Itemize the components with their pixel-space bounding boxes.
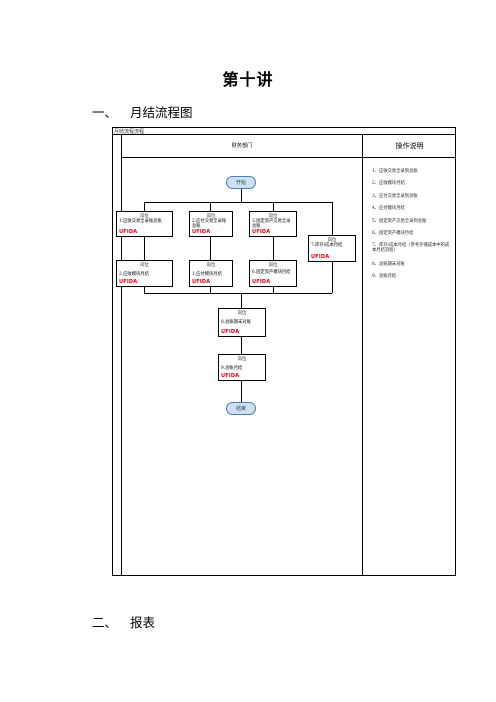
role-label: 岗位 — [268, 263, 278, 268]
connector — [144, 202, 145, 211]
step-inventory-cost-close: 岗位 7.库存/成本月结 UFIDA — [308, 235, 356, 262]
step-label: 8.总账期末对账 — [221, 320, 251, 325]
role-label: 岗位 — [268, 214, 278, 219]
step-label: 3.固定资产交易全录总账 — [252, 219, 291, 229]
ufida-logo: UFIDA — [221, 373, 240, 379]
connector — [241, 381, 242, 402]
role-label: 岗位 — [140, 214, 149, 219]
connector — [210, 237, 211, 260]
section-heading-reports: 二、报表 — [92, 612, 155, 631]
connector — [241, 293, 242, 308]
caption-divider — [112, 134, 456, 135]
step-ap-close: 岗位 1.应付模块月结 UFIDA — [189, 260, 233, 287]
connector — [210, 287, 211, 293]
step-label: 1.应收交易全录账总账 — [119, 219, 162, 224]
step-label: 2.应付交易全录账总账 — [192, 219, 227, 229]
step-fa-close: 岗位 6.固定资产模块月结 UFIDA — [249, 260, 297, 287]
section-number: 二、 — [92, 615, 118, 630]
ufida-logo: UFIDA — [192, 229, 211, 235]
ufida-logo: UFIDA — [119, 229, 138, 235]
end-terminal: 结束 — [226, 402, 256, 415]
step-gl-close: 岗位 9.总账月结 UFIDA — [218, 354, 266, 381]
ufida-logo: UFIDA — [311, 254, 330, 260]
section-title: 报表 — [130, 615, 156, 630]
step-ar-to-gl: 岗位 1.应收交易全录账总账 UFIDA — [116, 211, 173, 237]
ops-item-8: 8、总账期末对账 — [372, 262, 405, 267]
header-divider — [121, 157, 456, 158]
ops-item-5: 5、固定资产交易全录到总账 — [372, 219, 427, 224]
ufida-logo: UFIDA — [192, 279, 211, 285]
role-label: 岗位 — [237, 311, 247, 316]
start-terminal: 开始 — [226, 176, 256, 189]
connector — [241, 337, 242, 354]
connector — [144, 237, 145, 260]
connector — [273, 287, 274, 293]
ops-item-1: 1、应收交易全录到总账 — [372, 169, 418, 174]
ufida-logo: UFIDA — [119, 279, 138, 285]
connector — [144, 287, 145, 293]
role-label: 岗位 — [237, 357, 247, 362]
step-label: 9.总账月结 — [221, 366, 243, 371]
section-number: 一、 — [92, 105, 118, 120]
ufida-logo: UFIDA — [252, 279, 271, 285]
section-heading-flowchart: 一、月结流程图 — [92, 102, 193, 121]
dept-column-header: 财务部门 — [231, 143, 253, 149]
ops-column-header: 操作说明 — [395, 142, 424, 150]
step-label: 7.库存/成本月结 — [311, 243, 343, 248]
section-title: 月结流程图 — [130, 105, 193, 120]
merge-connector — [144, 293, 332, 294]
step-label: 6.固定资产模块月结 — [252, 270, 291, 275]
top-connector — [144, 202, 332, 203]
role-label: 岗位 — [140, 263, 149, 268]
ops-item-9: 9、总账月结 — [372, 274, 397, 279]
step-gl-period-end-reconcile: 岗位 8.总账期末对账 UFIDA — [218, 308, 266, 337]
connector — [273, 202, 274, 211]
connector — [210, 202, 211, 211]
step-ar-close: 岗位 2.应收模块月结 UFIDA — [116, 260, 173, 287]
connector — [273, 237, 274, 260]
connector — [332, 262, 333, 293]
step-label: 1.应付模块月结 — [192, 272, 222, 277]
ops-item-6: 6、固定资产模块月结 — [372, 231, 414, 236]
lane-left-border — [121, 134, 122, 576]
role-label: 岗位 — [206, 263, 216, 268]
ops-item-2: 2、应收模块月结 — [372, 181, 405, 186]
step-label: 2.应收模块月结 — [119, 272, 149, 277]
ops-item-3: 3、应付交易全录到总账 — [372, 194, 418, 199]
start-connector — [241, 189, 242, 202]
flowchart-caption: 月结流程流程 — [114, 129, 145, 135]
lane-ops-border — [362, 134, 363, 576]
role-label: 岗位 — [206, 214, 216, 219]
flowchart-frame — [112, 127, 456, 576]
ufida-logo: UFIDA — [221, 329, 240, 335]
page-title: 第十讲 — [222, 70, 274, 89]
ops-item-7: 7、库存/成本月结（参考存储成本中的成本月结流程） — [372, 243, 450, 254]
connector — [332, 202, 333, 235]
ops-item-4: 4、应付模块月结 — [372, 206, 405, 211]
ufida-logo: UFIDA — [252, 229, 271, 235]
role-label: 岗位 — [327, 238, 337, 243]
step-fa-to-gl: 岗位 3.固定资产交易全录总账 UFIDA — [249, 211, 297, 237]
step-ap-to-gl: 岗位 2.应付交易全录账总账 UFIDA — [189, 211, 233, 237]
